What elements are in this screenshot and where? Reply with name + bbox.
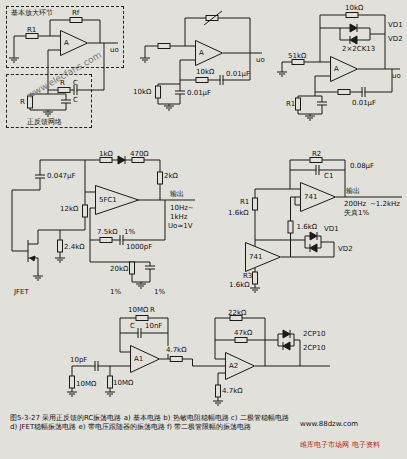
op-amp: 741 bbox=[300, 182, 336, 212]
component-label: 1kΩ bbox=[99, 150, 113, 158]
component-label: 10nF bbox=[145, 322, 162, 330]
op-amp: 5FC1 bbox=[95, 185, 139, 215]
op-amp-label: A bbox=[64, 39, 69, 47]
panel-d-wiring bbox=[12, 156, 195, 288]
component-label: 2×2CK13 bbox=[342, 45, 375, 53]
component-label: R1 bbox=[286, 100, 295, 108]
figure-caption: 图5-3-27 采用正反馈的RC振荡电路 a) 基本电路 b) 热敏电阻稳幅电路… bbox=[10, 414, 295, 432]
watermark: www.88dzw.com bbox=[300, 420, 358, 428]
component-label: R1 bbox=[27, 26, 36, 34]
component-label: 10Hz~ bbox=[170, 204, 194, 212]
op-amp: 741 bbox=[245, 242, 281, 272]
op-amp: A bbox=[195, 40, 223, 66]
component-label: 4.7kΩ bbox=[222, 387, 243, 395]
op-amp: A1 bbox=[130, 345, 160, 373]
component-label: C bbox=[73, 79, 78, 87]
component-label: ~1.2kHz bbox=[370, 200, 400, 208]
connector-label: 4.7kΩ bbox=[165, 346, 188, 354]
component-label: VD1 bbox=[388, 21, 403, 29]
component-label: R1 bbox=[240, 198, 249, 206]
component-label: 7.5kΩ bbox=[97, 228, 118, 236]
component-label: 20kΩ bbox=[110, 265, 128, 273]
component-label: JFET bbox=[14, 288, 29, 296]
component-label: 1.6kΩ bbox=[228, 209, 249, 217]
component-label: 1000pF bbox=[126, 243, 152, 251]
component-label: 470Ω bbox=[130, 150, 149, 158]
component-label: 输出 bbox=[170, 190, 184, 198]
component-label: 0.01μF bbox=[352, 99, 376, 107]
component-label: Rf bbox=[72, 9, 79, 17]
component-label: 2.4kΩ bbox=[64, 243, 85, 251]
component-label: 10MΩ bbox=[76, 380, 96, 388]
component-label: VD2 bbox=[388, 35, 403, 43]
component-label: 1% bbox=[110, 288, 121, 296]
component-label: 2kΩ bbox=[164, 172, 178, 180]
component-label: 10MΩ bbox=[128, 306, 148, 314]
op-amp: A bbox=[330, 56, 358, 82]
resistor-symbol bbox=[170, 357, 182, 362]
component-label: C bbox=[130, 322, 135, 330]
op-amp-label: 741 bbox=[249, 253, 262, 261]
component-label: C bbox=[73, 96, 78, 104]
op-amp-label: A bbox=[199, 49, 204, 57]
component-label: 0.08μF bbox=[350, 162, 374, 170]
component-label: 1% bbox=[124, 228, 135, 236]
op-amp: A bbox=[60, 30, 88, 56]
component-label: 47kΩ bbox=[234, 329, 252, 337]
component-label: 1% bbox=[154, 288, 165, 296]
connector-label: 1.6kΩ bbox=[296, 223, 319, 231]
component-label: 1kHz bbox=[170, 213, 187, 221]
op-amp-label: 741 bbox=[304, 193, 317, 201]
component-label: R3 bbox=[243, 272, 252, 280]
component-label: 10MΩ bbox=[113, 379, 133, 387]
resistor-symbol bbox=[288, 221, 293, 233]
component-label: 10kΩ bbox=[345, 4, 363, 12]
component-label: 失真1% bbox=[344, 209, 369, 217]
component-label: 10pF bbox=[70, 356, 87, 364]
component-label: C1 bbox=[324, 172, 333, 180]
component-label: R bbox=[20, 98, 25, 106]
component-label: 10kΩ bbox=[196, 68, 214, 76]
watermark: 维库电子市场网 bbox=[300, 441, 349, 449]
op-amp-label: A bbox=[334, 65, 339, 73]
component-label: 51kΩ bbox=[288, 52, 306, 60]
component-label: uo bbox=[256, 56, 265, 64]
component-label: R2 bbox=[312, 150, 321, 158]
panel-c-wiring bbox=[277, 13, 400, 121]
op-amp: A2 bbox=[225, 352, 255, 380]
op-amp-label: 5FC1 bbox=[99, 196, 117, 204]
component-label: R bbox=[150, 306, 155, 314]
component-label: uo bbox=[392, 72, 401, 80]
component-label: 22kΩ bbox=[228, 309, 246, 317]
watermark: 电子资料 bbox=[352, 441, 380, 449]
panel-f-wiring bbox=[67, 316, 330, 406]
component-label: 0.047μF bbox=[47, 172, 76, 180]
op-amp-label: A1 bbox=[134, 355, 143, 363]
block-heading: 基本放大环节 bbox=[11, 9, 53, 17]
component-label: 0.01μF bbox=[187, 89, 211, 97]
component-label: 2CP10 bbox=[303, 330, 325, 338]
panel-a-wiring bbox=[9, 18, 118, 117]
component-label: 1.6kΩ bbox=[229, 281, 250, 289]
component-label: 0.01μF bbox=[226, 70, 250, 78]
component-label: 12kΩ bbox=[60, 205, 78, 213]
component-label: 10kΩ bbox=[133, 88, 151, 96]
component-label: Uo≈1V bbox=[168, 222, 193, 230]
amplifier-block: 基本放大环节 A bbox=[6, 6, 124, 68]
op-amp-label: A2 bbox=[229, 362, 238, 370]
component-label: 200Hz bbox=[344, 200, 366, 208]
component-label: VD1 bbox=[324, 225, 339, 233]
component-label: 2CP10 bbox=[303, 344, 325, 352]
panel-b-wiring bbox=[140, 11, 262, 110]
panel-e-wiring bbox=[245, 158, 402, 293]
component-label: 输出 bbox=[346, 187, 360, 195]
block-heading: 正反馈网络 bbox=[27, 118, 62, 126]
component-label: uo bbox=[110, 46, 119, 54]
component-label: VD2 bbox=[338, 245, 353, 253]
